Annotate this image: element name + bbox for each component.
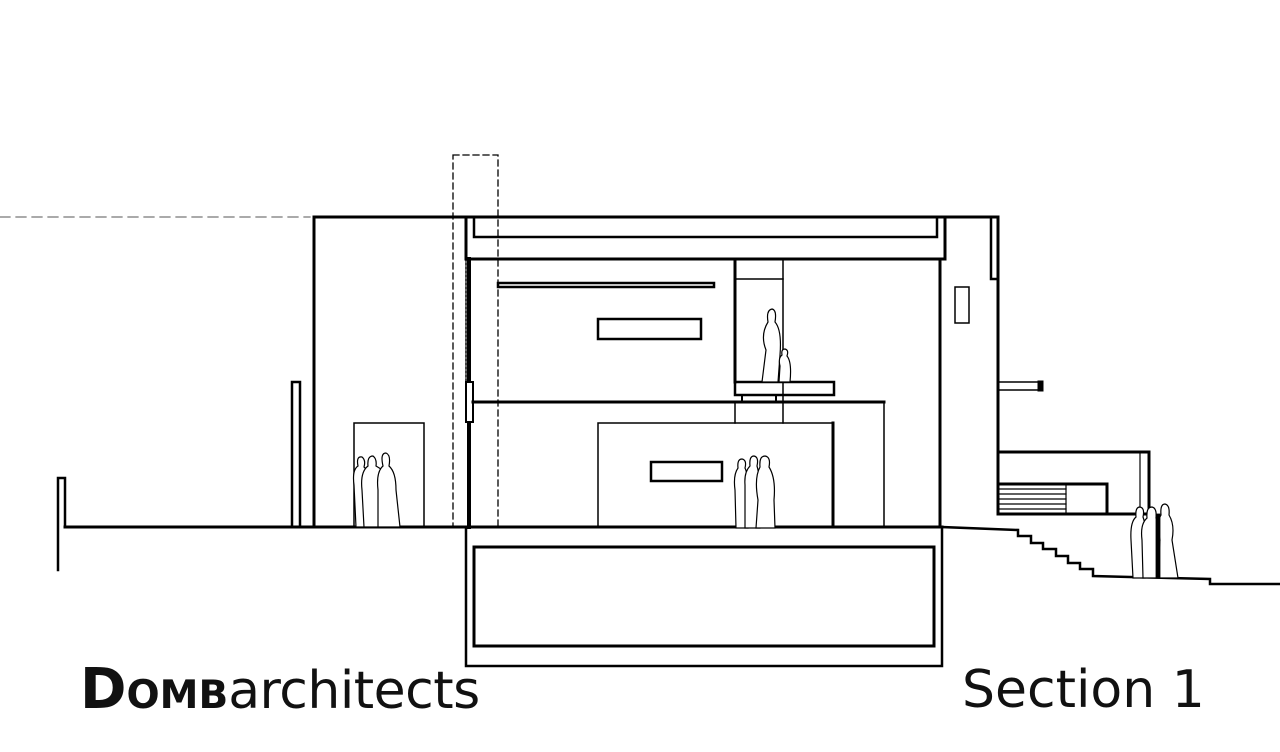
dashed-chimney-outline	[452, 154, 499, 528]
roof-slab-inner	[472, 215, 939, 239]
balcony-rail	[997, 381, 1041, 391]
roof-slab	[464, 215, 947, 261]
basement-outer	[464, 525, 944, 668]
basement-inner	[472, 545, 936, 648]
left-garden-wall	[56, 476, 67, 572]
stepped-terrain	[940, 525, 1280, 586]
balcony-rail-end	[1037, 380, 1044, 392]
ground-window	[649, 460, 724, 483]
people-group-living	[733, 455, 776, 529]
people-group-stair	[761, 308, 792, 383]
people-group-doorway	[352, 452, 401, 528]
brand-bold: Domb	[80, 657, 229, 722]
side-window	[954, 286, 970, 324]
brand-light: architects	[228, 661, 480, 721]
annex-box	[997, 450, 1151, 516]
clerestory-window	[596, 317, 703, 341]
sheet-title: Section 1	[962, 660, 1205, 720]
people-group-garden	[1130, 503, 1179, 579]
main-building-outline	[312, 215, 1000, 529]
upper-beam	[496, 281, 716, 289]
stair-landing	[733, 380, 836, 397]
right-parapet	[989, 215, 1000, 281]
fin-wall	[290, 380, 302, 529]
louvre-slats	[998, 488, 1067, 510]
louvre-box	[997, 482, 1109, 516]
brand-logo: Dombarchitects	[80, 657, 480, 722]
inner-volume	[597, 422, 834, 528]
